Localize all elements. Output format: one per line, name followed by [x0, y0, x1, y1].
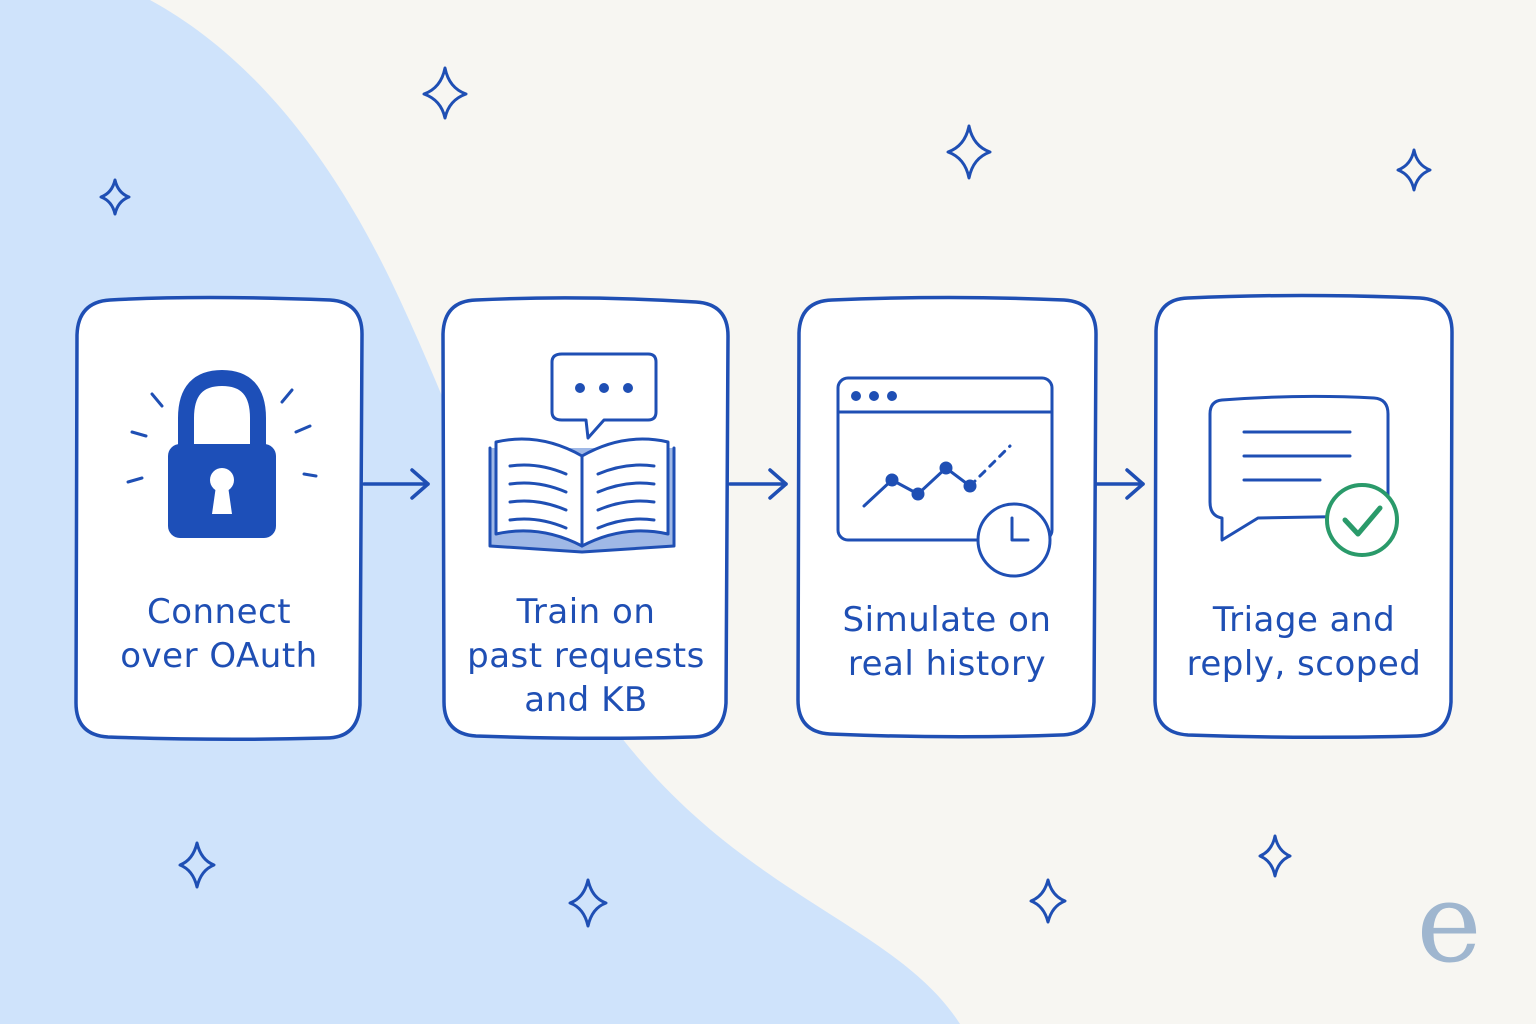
step-label-line: Triage and [1212, 600, 1396, 640]
step-label-connect: Connect over OAuth [96, 590, 342, 678]
step-label-simulate: Simulate on real history [806, 598, 1088, 686]
step-label-line: reply, scoped [1186, 644, 1422, 684]
message-check-icon [1208, 394, 1399, 557]
sparkle-icon [1396, 148, 1432, 192]
arrow-right-icon [1095, 468, 1145, 500]
step-label-line: past requests [467, 636, 705, 676]
step-label-line: real history [847, 644, 1047, 684]
step-label-line: Train on [516, 592, 656, 632]
arrow-right-icon [728, 468, 788, 500]
padlock-icon [126, 369, 318, 538]
step-label-triage: Triage and reply, scoped [1162, 598, 1446, 686]
sparkle-icon [1258, 834, 1292, 878]
sparkle-icon [946, 124, 992, 180]
sparkle-icon [99, 178, 131, 216]
sparkle-icon [568, 878, 608, 928]
browser-chart-clock-icon [836, 376, 1054, 578]
step-label-line: Connect [146, 592, 292, 632]
sparkle-icon [422, 66, 468, 120]
step-label-train: Train on past requests and KB [448, 590, 724, 722]
sparkle-icon [178, 841, 216, 889]
arrow-right-icon [362, 468, 430, 500]
step-label-line: Simulate on [842, 600, 1052, 640]
open-book-chat-icon [488, 352, 676, 554]
sparkle-icon [1029, 878, 1067, 924]
step-label-line: and KB [524, 680, 648, 720]
brand-logo: e [1416, 859, 1482, 987]
step-label-line: over OAuth [120, 636, 318, 676]
